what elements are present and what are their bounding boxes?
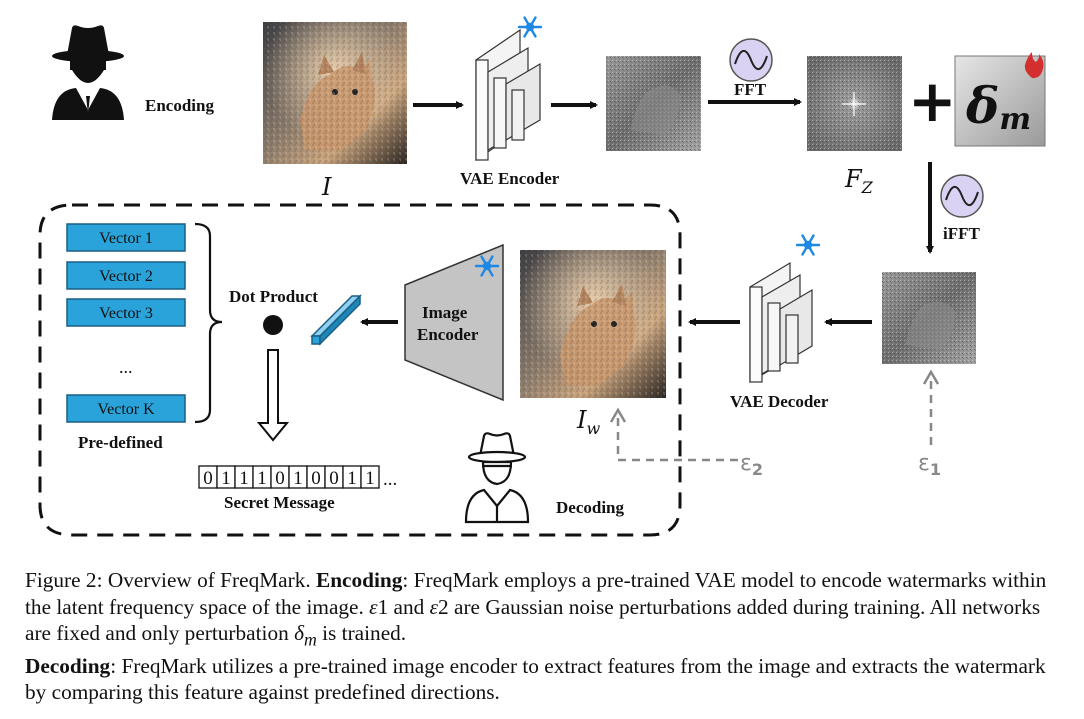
vector-label: Vector 1 xyxy=(99,230,153,247)
vector-box: Vector 2 xyxy=(66,261,186,290)
bit-value: 0 xyxy=(203,468,213,489)
input-image xyxy=(263,22,407,164)
watermarked-label: Iw xyxy=(576,406,600,438)
bit-cell xyxy=(360,465,380,489)
freq-label: FZ xyxy=(844,165,874,197)
caption-text-part2: are Gaussian noise perturbations added d… xyxy=(25,594,1041,646)
caption-text-part4: : FreqMark utilizes a pre-trained image … xyxy=(25,653,1046,705)
arrow-to-secret-message xyxy=(256,349,290,442)
caption-figure-number: Figure 2: Overview of FreqMark. xyxy=(25,568,311,592)
image-encoder-label-line1: Image xyxy=(422,303,468,322)
caption-and: and xyxy=(393,594,425,619)
bit-value: 1 xyxy=(221,468,231,489)
vector-label: Vector 3 xyxy=(99,305,153,322)
bit-value: 1 xyxy=(365,468,375,489)
caption-delta-sub-text: m xyxy=(303,629,317,650)
ifft-wave-icon xyxy=(940,174,984,218)
predefined-label: Pre-defined xyxy=(78,433,163,452)
detective-icon xyxy=(464,432,530,524)
bit-value: 0 xyxy=(329,468,339,489)
fft-wave-icon xyxy=(729,38,773,82)
snowflake-icon xyxy=(517,16,543,38)
flame-icon xyxy=(1024,52,1044,79)
bit-value: 0 xyxy=(311,468,321,489)
bit-value: 1 xyxy=(347,468,357,489)
frequency-spectrum xyxy=(807,56,902,151)
snowflake-icon xyxy=(474,255,500,277)
spy-icon xyxy=(52,25,124,120)
vector-box-rect xyxy=(66,298,186,327)
dot-product-label: Dot Product xyxy=(229,287,318,306)
caption-decoding-heading: Decoding xyxy=(25,653,111,678)
vae-encoder-block xyxy=(475,28,541,162)
vector-label: Vector 2 xyxy=(99,268,153,285)
caption-eps2-number: 2 xyxy=(438,594,449,619)
feature-vector xyxy=(310,294,362,346)
bit-value: 1 xyxy=(257,468,267,489)
caption-encoding-heading: Encoding xyxy=(316,568,403,592)
eps2-dashed-line xyxy=(616,418,738,462)
fft-label: FFT xyxy=(734,80,767,99)
modified-latent-image xyxy=(882,272,976,364)
eps1-label: ε1 xyxy=(918,451,941,479)
vae-decoder-label: VAE Decoder xyxy=(730,392,829,411)
vector-box-rect xyxy=(66,394,186,423)
caption-eps1-symbol: ε xyxy=(369,594,378,619)
image-encoder-label-line2: Encoder xyxy=(417,325,479,344)
eps2-label: ε2 xyxy=(740,451,763,479)
freqmark-diagram: Encoding I VAE Encoder xyxy=(38,16,1046,537)
bits-ellipsis: ... xyxy=(383,469,397,490)
vector-label: Vector K xyxy=(97,401,155,418)
vae-decoder-block xyxy=(749,261,813,384)
vector-box: Vector K xyxy=(66,394,186,423)
predefined-vectors: Vector 1 Vector 2 Vector 3 Vector K xyxy=(66,223,186,423)
bit-value: 1 xyxy=(293,468,303,489)
dot-product-operator xyxy=(263,315,283,335)
eps1-arrowhead xyxy=(922,369,940,385)
vector-brace xyxy=(194,222,223,424)
caption-text-part3: is trained. xyxy=(322,621,407,645)
plus-sign: + xyxy=(908,67,957,135)
vector-box: Vector 3 xyxy=(66,298,186,327)
caption-delta-symbol: δ xyxy=(294,621,304,645)
encoding-label: Encoding xyxy=(145,96,214,115)
vector-box-rect xyxy=(66,223,186,252)
image-encoder-block: Image Encoder xyxy=(404,243,504,402)
decoding-region xyxy=(38,203,682,537)
decoding-label: Decoding xyxy=(556,498,625,517)
snowflake-icon xyxy=(795,234,821,256)
figure-caption: Figure 2: Overview of FreqMark. Encoding… xyxy=(25,567,1065,706)
bit-value: 0 xyxy=(275,468,285,489)
latent-image xyxy=(606,56,701,151)
vector-box-rect xyxy=(66,261,186,290)
vector-ellipsis: ... xyxy=(119,357,133,377)
input-image-label: I xyxy=(321,173,332,201)
caption-eps1-number: 1 xyxy=(377,594,389,619)
ifft-label: iFFT xyxy=(943,224,980,243)
bit-value: 1 xyxy=(239,468,249,489)
vae-encoder-label: VAE Encoder xyxy=(460,169,560,188)
watermarked-image xyxy=(520,250,666,398)
caption-text-part1: : FreqMark employs a pre-trained VAE mod… xyxy=(25,568,1047,619)
caption-delta-subscript: m xyxy=(304,629,317,649)
caption-eps2-symbol: ε xyxy=(429,594,439,619)
secret-message-label: Secret Message xyxy=(224,493,335,512)
delta-symbol: δm xyxy=(965,76,1031,137)
eps2-arrowhead xyxy=(609,407,627,423)
vector-box: Vector 1 xyxy=(66,223,186,252)
